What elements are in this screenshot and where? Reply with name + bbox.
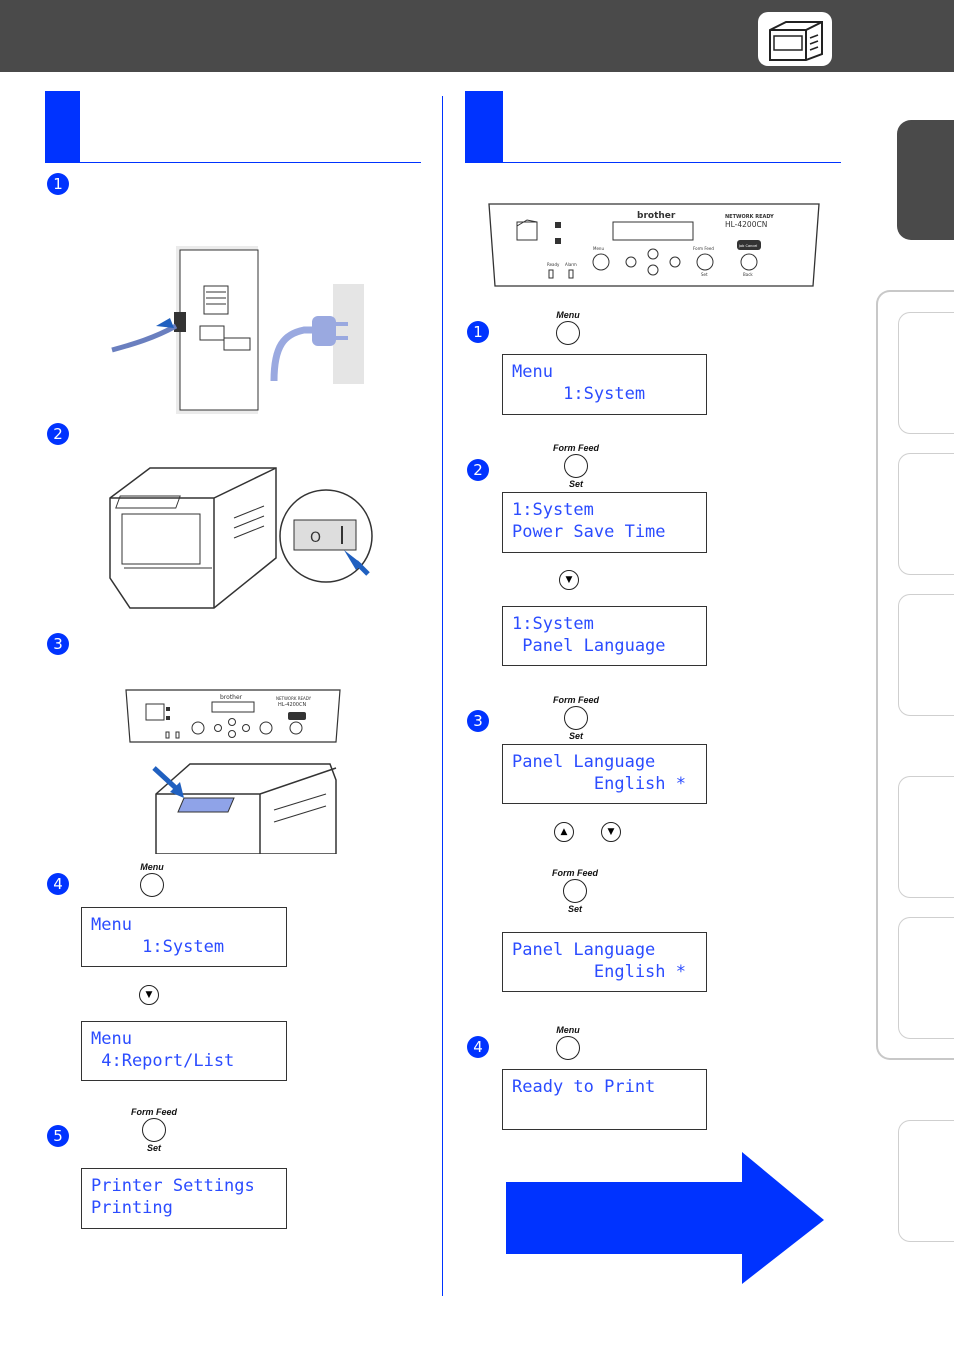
- printer-icon: [758, 12, 832, 66]
- set-label: Set: [568, 479, 583, 489]
- set-label: Set: [146, 1143, 161, 1153]
- step-badge: 3: [467, 710, 489, 732]
- side-tab-2[interactable]: [898, 453, 954, 575]
- up-arrow-icon[interactable]: ▲: [554, 822, 574, 842]
- panel-ready-label: Ready: [547, 262, 560, 267]
- side-tab-group: [876, 290, 954, 1060]
- side-tab-active[interactable]: [897, 120, 954, 240]
- form-feed-button-circle[interactable]: [142, 1118, 166, 1142]
- menu-button[interactable]: Menu: [127, 862, 177, 898]
- menu-button-circle[interactable]: [556, 321, 580, 345]
- lcd-display: Panel Language English *: [502, 744, 707, 804]
- step-badge: 3: [47, 633, 69, 655]
- panel-network: NETWORK READY: [725, 214, 774, 220]
- form-feed-set-button[interactable]: Form Feed Set: [551, 443, 601, 489]
- step-badge: 1: [47, 173, 69, 195]
- panel-brand-small: brother: [220, 694, 243, 701]
- next-arrow-icon[interactable]: [506, 1150, 826, 1286]
- menu-button-label: Menu: [556, 310, 580, 320]
- down-arrow-icon[interactable]: ▼: [559, 570, 579, 590]
- form-feed-set-button[interactable]: Form Feed Set: [129, 1107, 179, 1153]
- panel-formfeed-label: Form Feed: [693, 246, 714, 251]
- step-badge: 5: [47, 1125, 69, 1147]
- step-badge: 4: [467, 1036, 489, 1058]
- set-label: Set: [568, 731, 583, 741]
- form-feed-button-circle[interactable]: [564, 706, 588, 730]
- side-tab-1[interactable]: [898, 312, 954, 434]
- form-feed-button-circle[interactable]: [563, 879, 587, 903]
- section-rule-right: [465, 162, 841, 163]
- section-marker-left: [45, 91, 80, 163]
- step-badge: 2: [47, 423, 69, 445]
- panel-model-small: HL-4200CN: [278, 702, 306, 708]
- form-feed-set-button[interactable]: Form Feed Set: [550, 868, 600, 914]
- lcd-display: Menu 1:System: [81, 907, 287, 967]
- menu-button[interactable]: Menu: [543, 310, 593, 346]
- panel-menu-label: Menu: [593, 246, 604, 251]
- form-feed-label: Form Feed: [552, 443, 599, 453]
- lcd-display: Ready to Print: [502, 1069, 707, 1130]
- lcd-display: Panel Language English *: [502, 932, 707, 992]
- menu-button-label: Menu: [140, 862, 164, 872]
- svg-text:O: O: [310, 530, 321, 546]
- panel-set-label: Set: [701, 272, 708, 277]
- step-badge: 4: [47, 873, 69, 895]
- lcd-display: 1:System Panel Language: [502, 606, 707, 666]
- down-arrow-icon[interactable]: ▼: [139, 985, 159, 1005]
- lcd-display: Menu 4:Report/List: [81, 1021, 287, 1081]
- panel-back-label: Back: [743, 272, 753, 277]
- side-tab-5[interactable]: [898, 917, 954, 1039]
- step-badge: 2: [467, 459, 489, 481]
- panel-alarm-label: Alarm: [565, 262, 577, 267]
- menu-button-circle[interactable]: [140, 873, 164, 897]
- form-feed-set-button[interactable]: Form Feed Set: [551, 695, 601, 741]
- side-tab-4[interactable]: [898, 776, 954, 898]
- panel-model: HL-4200CN: [725, 220, 767, 229]
- printer-top-illustration: [152, 763, 337, 854]
- section-rule-left: [45, 162, 421, 163]
- panel-jobcancel-label: Job Cancel: [738, 244, 757, 248]
- panel-network-small: NETWORK READY: [276, 696, 312, 701]
- menu-button-circle[interactable]: [556, 1036, 580, 1060]
- control-panel-large: brother NETWORK READY HL-4200CN Ready Al…: [488, 203, 820, 287]
- section-marker-right: [465, 91, 503, 163]
- panel-brand: brother: [637, 211, 676, 221]
- form-feed-label: Form Feed: [552, 695, 599, 705]
- column-divider: [442, 96, 443, 1296]
- form-feed-label: Form Feed: [130, 1107, 177, 1117]
- form-feed-button-circle[interactable]: [564, 454, 588, 478]
- control-panel-small: brother NETWORK READY HL-4200CN: [125, 689, 341, 743]
- power-cord-illustration: [111, 246, 364, 414]
- set-label: Set: [567, 904, 582, 914]
- down-arrow-icon[interactable]: ▼: [601, 822, 621, 842]
- lcd-display: Menu 1:System: [502, 354, 707, 415]
- step-badge: 1: [467, 321, 489, 343]
- menu-button-label: Menu: [556, 1025, 580, 1035]
- side-tab-3[interactable]: [898, 594, 954, 716]
- menu-button[interactable]: Menu: [543, 1025, 593, 1061]
- printer-power-switch-illustration: O: [109, 467, 373, 609]
- form-feed-label: Form Feed: [551, 868, 598, 878]
- side-tab-6[interactable]: [898, 1120, 954, 1242]
